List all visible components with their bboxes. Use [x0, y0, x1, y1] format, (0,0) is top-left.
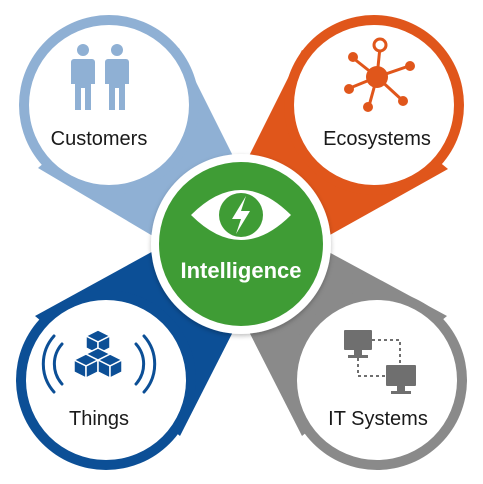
things-label: Things [69, 408, 129, 430]
customers-label: Customers [51, 128, 148, 150]
connected-cubes-icon [41, 329, 157, 394]
ecosystems-label: Ecosystems [323, 128, 431, 150]
intelligence-node: Intelligence [151, 154, 331, 334]
computers-icon [344, 330, 416, 394]
things-node: Things [16, 290, 196, 470]
intelligence-label: Intelligence [180, 258, 301, 283]
ecosystems-node: Ecosystems [284, 15, 464, 195]
network-icon [344, 37, 415, 112]
customers-node: Customers [19, 15, 199, 195]
people-icon [71, 44, 129, 110]
eye-lightning-icon [191, 190, 291, 240]
it-systems-node: IT Systems [287, 290, 467, 470]
it-systems-label: IT Systems [328, 408, 428, 430]
